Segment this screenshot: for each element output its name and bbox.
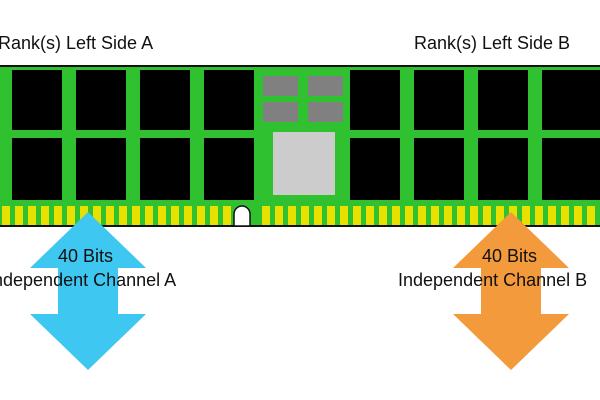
channel-a-name-label: Independent Channel A [0, 270, 177, 290]
dram-chip [350, 138, 400, 200]
dram-chip [12, 70, 62, 130]
edge-contact [54, 206, 62, 225]
edge-contact [28, 206, 36, 225]
edge-contact [262, 206, 270, 225]
buffer-chips [263, 76, 343, 122]
edge-contact [106, 206, 114, 225]
dram-chip [414, 138, 464, 200]
channel-a-arrow [30, 212, 146, 370]
dram-chip [76, 70, 126, 130]
edge-contact [535, 206, 543, 225]
dram-chips-bottom-row [12, 138, 600, 200]
edge-contact [340, 206, 348, 225]
edge-contact [67, 206, 75, 225]
dram-chip [204, 70, 254, 130]
edge-contact [15, 206, 23, 225]
edge-contact [93, 206, 101, 225]
dram-chip [542, 70, 600, 130]
dram-chip [478, 138, 528, 200]
edge-contact [2, 206, 10, 225]
dram-chip [204, 138, 254, 200]
edge-contact [145, 206, 153, 225]
buffer-chip [263, 76, 298, 96]
edge-contact [496, 206, 504, 225]
edge-contact [548, 206, 556, 225]
edge-contact [184, 206, 192, 225]
rank-label-side-b: Rank(s) Left Side B [414, 33, 571, 53]
dram-chip [12, 138, 62, 200]
edge-contact [314, 206, 322, 225]
dram-chip [140, 138, 190, 200]
edge-contact [522, 206, 530, 225]
channel-b-name-label: Independent Channel B [398, 270, 588, 290]
edge-contact [483, 206, 491, 225]
buffer-chip [308, 102, 343, 122]
edge-contact [353, 206, 361, 225]
edge-contact [275, 206, 283, 225]
edge-contact [171, 206, 179, 225]
edge-contact [418, 206, 426, 225]
edge-contact [158, 206, 166, 225]
controller-chip [273, 132, 335, 195]
edge-contact [197, 206, 205, 225]
edge-contact [366, 206, 374, 225]
edge-contact [41, 206, 49, 225]
edge-contact [288, 206, 296, 225]
edge-contact [574, 206, 582, 225]
dram-chip [542, 138, 600, 200]
dram-chip [76, 138, 126, 200]
edge-contact [561, 206, 569, 225]
channel-a-bits-label: 40 Bits [58, 246, 114, 266]
edge-contact [301, 206, 309, 225]
edge-contact [470, 206, 478, 225]
dram-chip [478, 70, 528, 130]
edge-contact [210, 206, 218, 225]
edge-contact [431, 206, 439, 225]
edge-contact [444, 206, 452, 225]
buffer-chip [263, 102, 298, 122]
dram-chip [350, 70, 400, 130]
edge-contact [587, 206, 595, 225]
edge-contact [405, 206, 413, 225]
dram-chip [414, 70, 464, 130]
edge-contact [379, 206, 387, 225]
channel-b-arrow [453, 212, 569, 370]
edge-contact [392, 206, 400, 225]
edge-contact [223, 206, 231, 225]
edge-contact [132, 206, 140, 225]
channel-b-bits-label: 40 Bits [482, 246, 538, 266]
dram-chips-top-row [12, 70, 600, 130]
key-notch [233, 205, 251, 227]
edge-connector [2, 206, 595, 225]
buffer-chip [308, 76, 343, 96]
edge-contact [119, 206, 127, 225]
edge-contact [80, 206, 88, 225]
edge-contact [457, 206, 465, 225]
dram-chip [140, 70, 190, 130]
rank-label-side-a: Rank(s) Left Side A [0, 33, 154, 53]
edge-contact [327, 206, 335, 225]
